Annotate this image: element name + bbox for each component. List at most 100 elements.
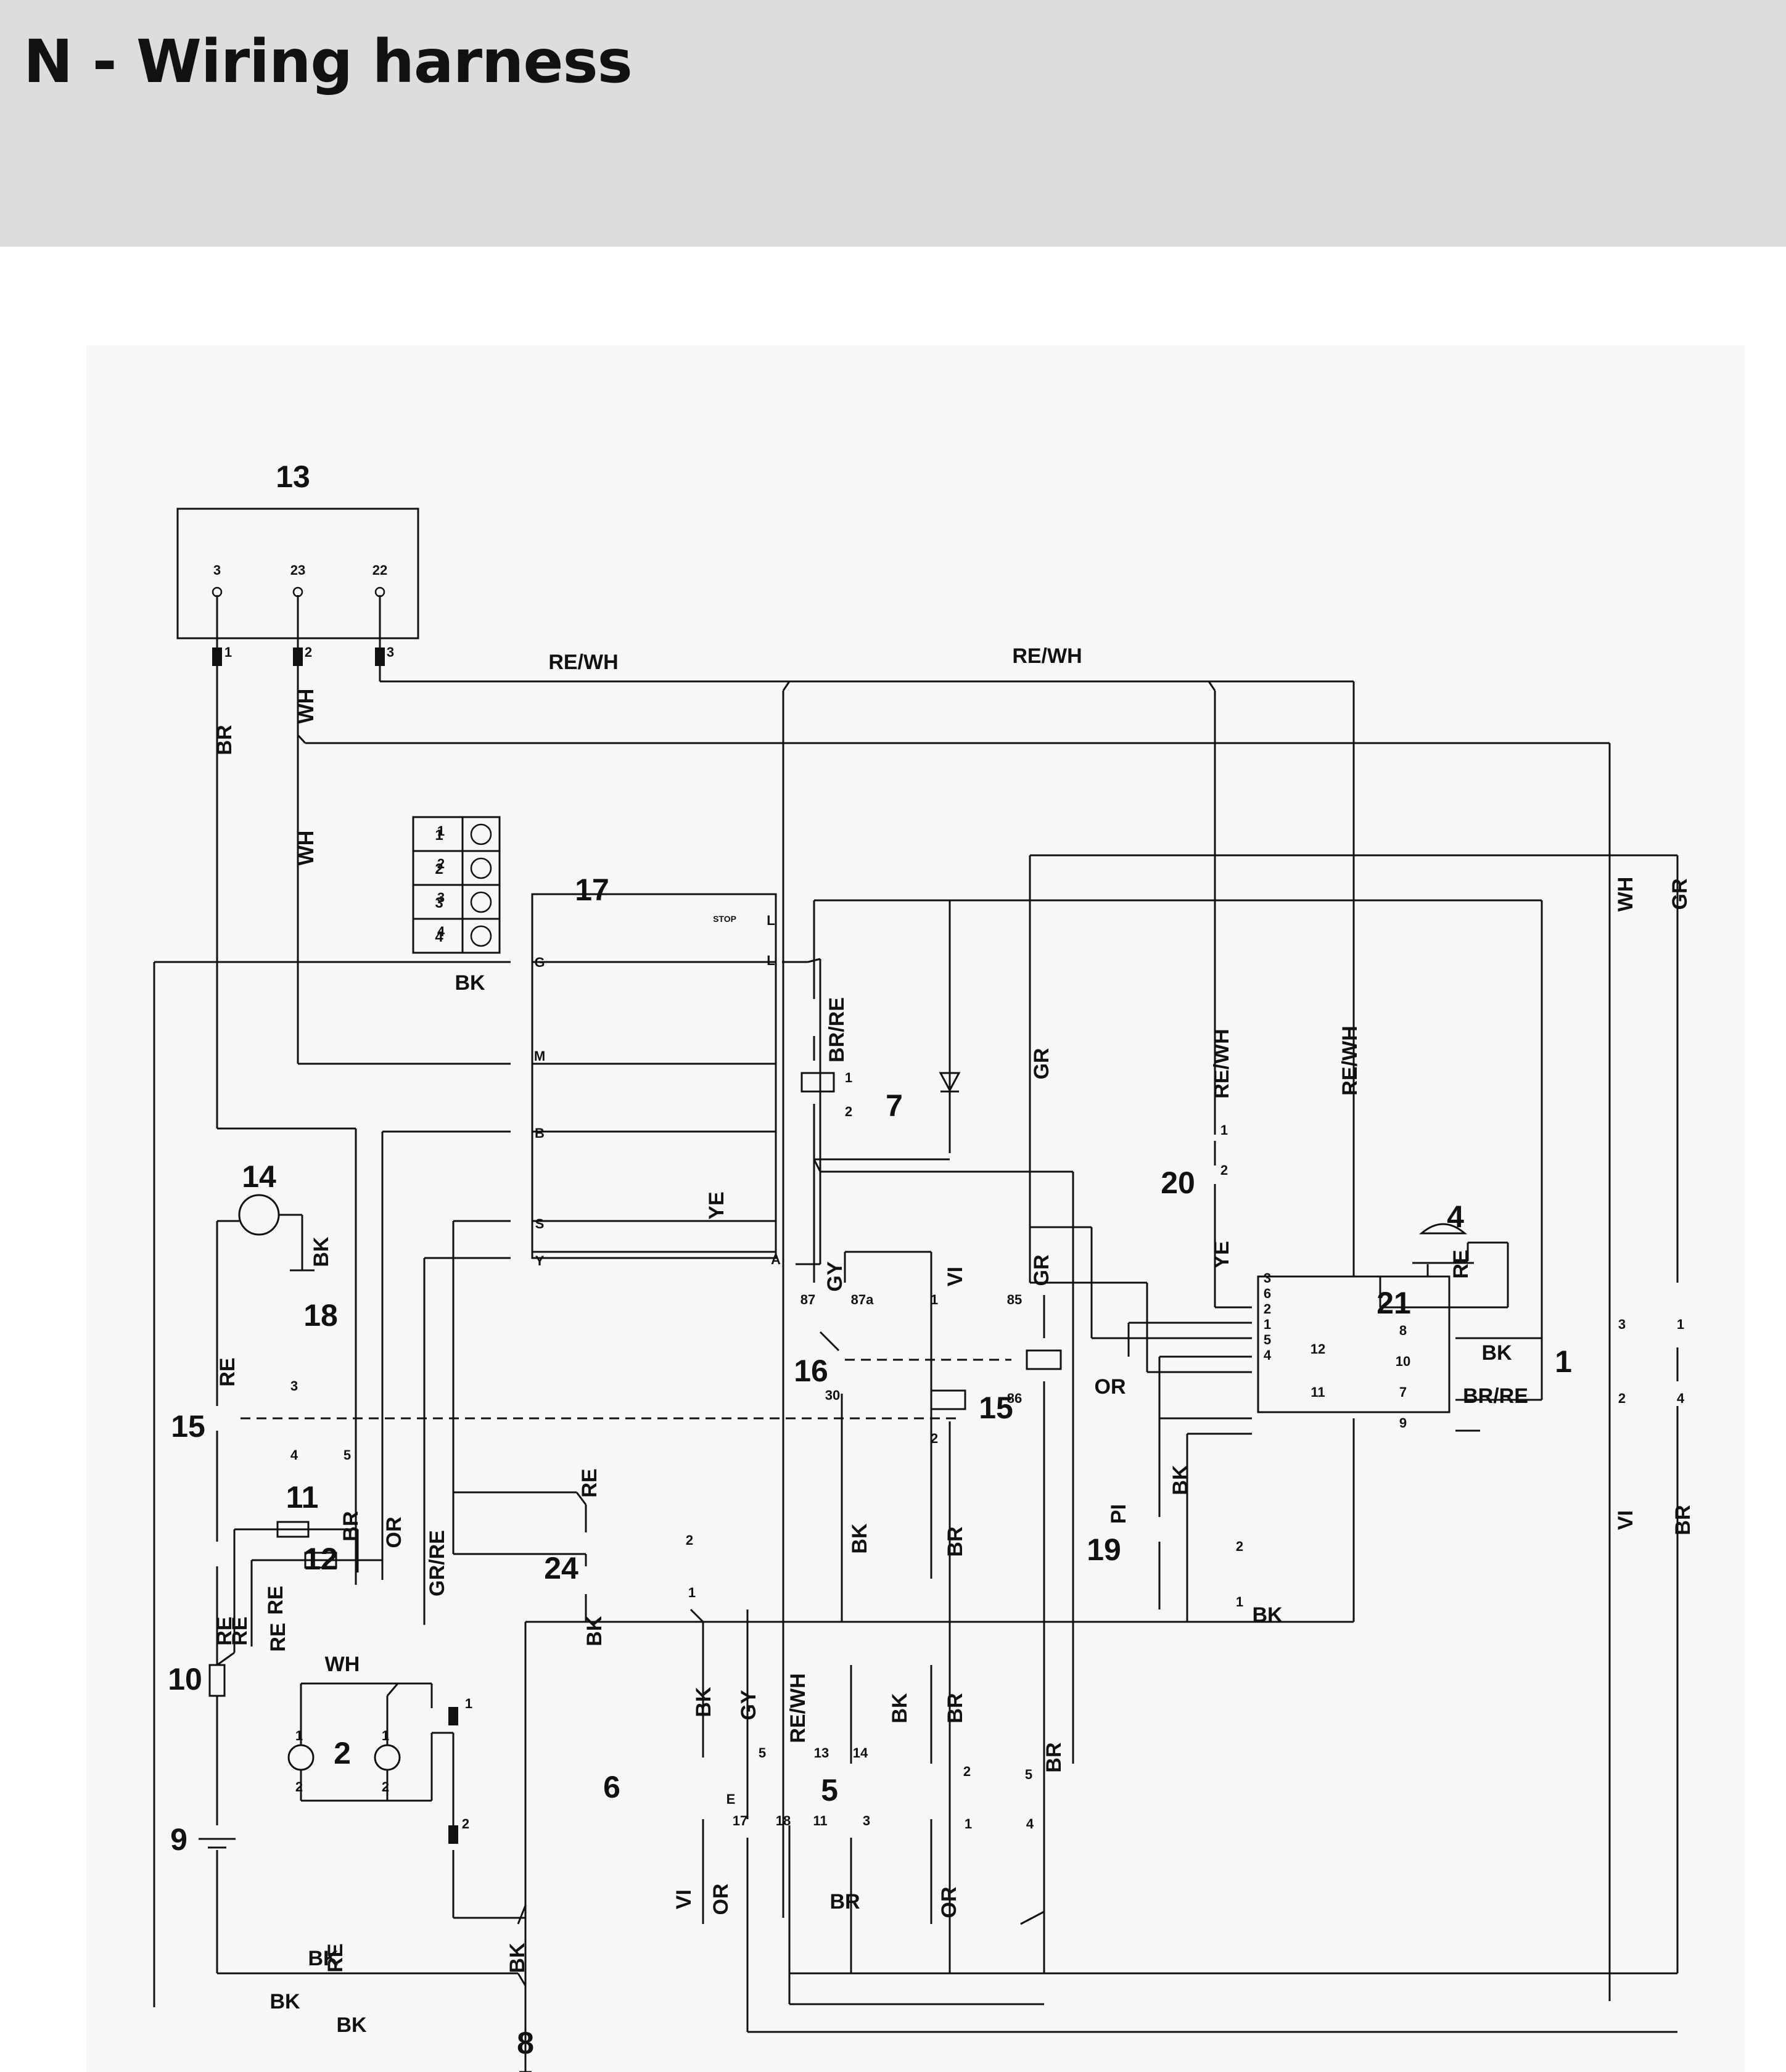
- component-label-2: 2: [334, 1736, 351, 1770]
- pin-label: 2: [686, 1532, 693, 1548]
- pin-label: 85: [1007, 1292, 1022, 1307]
- component-label-24: 24: [544, 1551, 578, 1585]
- wire-label: GY: [737, 1690, 760, 1720]
- component-label-13: 13: [276, 459, 310, 494]
- headlight-icon: [470, 857, 492, 879]
- legend-number: 1: [435, 827, 443, 844]
- wire-label: BK: [1252, 1603, 1283, 1627]
- wire-label: BK: [1481, 1341, 1512, 1365]
- component-label-12: 12: [303, 1542, 338, 1576]
- component-label-8: 8: [517, 2026, 534, 2060]
- pin-label: 1: [1264, 1317, 1271, 1332]
- pin-label: 2: [462, 1816, 469, 1832]
- pin-label: 7: [1399, 1384, 1407, 1400]
- pin-label: 2: [963, 1764, 971, 1779]
- pin-label: 2: [382, 1779, 389, 1794]
- wire-label: WH: [295, 689, 318, 724]
- wire-label: BR: [213, 725, 236, 755]
- pin-label: B: [535, 1125, 545, 1141]
- component-label-1: 1: [1555, 1344, 1572, 1379]
- pin-label: 5: [344, 1447, 351, 1463]
- wire-label: OR: [1095, 1375, 1126, 1399]
- pin-label: 13: [814, 1745, 829, 1761]
- wire-label: BR/RE: [825, 997, 849, 1063]
- wire-label: BK: [310, 1236, 333, 1267]
- pin-label: 1: [1236, 1594, 1243, 1610]
- pin-label: 23: [290, 562, 305, 578]
- component-17-box: [531, 893, 777, 1259]
- glow-plug-icon: [470, 925, 492, 947]
- switch-e-symbol: E: [726, 1791, 736, 1807]
- wire-label: BR: [829, 1890, 860, 1914]
- pin-label: 3: [863, 1813, 870, 1828]
- stop-symbol: STOP: [713, 914, 736, 924]
- wire-label: PI: [1107, 1504, 1130, 1524]
- pin-label: 10: [1396, 1354, 1410, 1369]
- pin-label: 1: [224, 644, 232, 660]
- pin-label: Y: [535, 1253, 545, 1268]
- wiring-diagram-svg: 131714181511121092248716152021411965RE/W…: [153, 459, 1695, 2072]
- component-label-9: 9: [170, 1822, 187, 1857]
- wire-label: RE: [324, 1943, 347, 1972]
- pin-label: 4: [1264, 1347, 1272, 1363]
- pin-label: 1: [1220, 1122, 1228, 1138]
- pin-label: 1: [1677, 1317, 1684, 1332]
- pin-label: 87a: [851, 1292, 874, 1307]
- wire-label: GR/RE: [426, 1530, 449, 1597]
- wire-label: BK: [692, 1687, 715, 1717]
- pin-label: 5: [1264, 1332, 1271, 1347]
- wire-label: BK: [455, 971, 485, 995]
- component-label-15a: 15: [171, 1409, 205, 1444]
- wire-label: OR: [709, 1884, 733, 1915]
- pin-label: G: [534, 955, 545, 970]
- wire-label: BR/RE: [1463, 1384, 1528, 1408]
- wire-label: RE: [578, 1468, 601, 1497]
- pin-label: 1: [845, 1070, 852, 1085]
- pin-label: 87: [800, 1292, 815, 1307]
- component-label-10: 10: [168, 1662, 202, 1696]
- component-label-14: 14: [242, 1159, 276, 1194]
- pin-label: 2: [845, 1104, 852, 1119]
- pin-label: 17: [733, 1813, 747, 1828]
- pin-label: 4: [290, 1447, 298, 1463]
- pin-label: 2: [437, 856, 445, 871]
- wire-label: GR: [1030, 1048, 1053, 1080]
- wire-label: BR: [339, 1511, 363, 1541]
- wire-label: OR: [382, 1517, 406, 1548]
- wire-label: RE/WH: [1210, 1029, 1233, 1098]
- wire-label: BR: [944, 1693, 967, 1723]
- pin-label: 30: [825, 1388, 840, 1403]
- wire-label: GR: [1668, 879, 1692, 910]
- key-l-symbol: L: [767, 913, 775, 928]
- wire-label: GY: [823, 1261, 847, 1291]
- pin-label: 14: [853, 1745, 868, 1761]
- connector-dots: [212, 586, 385, 598]
- pin-label: 3: [213, 562, 221, 578]
- pin-label: A: [771, 1252, 781, 1267]
- pin-label: 2: [295, 1779, 303, 1794]
- page-header: N - Wiring harness: [0, 0, 1786, 247]
- page-title: N - Wiring harness: [23, 27, 633, 96]
- wire-label: WH: [325, 1653, 360, 1676]
- engine-icon: [470, 891, 492, 913]
- wire-label: VI: [944, 1267, 967, 1286]
- component-label-7: 7: [886, 1088, 903, 1123]
- component-label-16: 16: [794, 1354, 828, 1388]
- component-label-19: 19: [1087, 1532, 1121, 1567]
- pin-label: 3: [437, 890, 445, 905]
- wire-label: VI: [672, 1889, 696, 1909]
- pin-label: 9: [1399, 1415, 1407, 1431]
- wire-label: RE/WH: [786, 1673, 810, 1743]
- wire-label: RE: [228, 1616, 252, 1645]
- pin-label: 11: [813, 1813, 827, 1828]
- pin-label: 2: [1220, 1162, 1228, 1178]
- pin-label: 5: [1025, 1767, 1032, 1782]
- pin-label: 1: [382, 1728, 389, 1743]
- component-label-4: 4: [1447, 1199, 1464, 1234]
- wire-label: WH: [1614, 877, 1637, 912]
- wire-label: YE: [705, 1191, 728, 1219]
- legend-number: 4: [435, 929, 443, 945]
- pin-label: M: [534, 1048, 545, 1064]
- component-label-6: 6: [603, 1770, 620, 1804]
